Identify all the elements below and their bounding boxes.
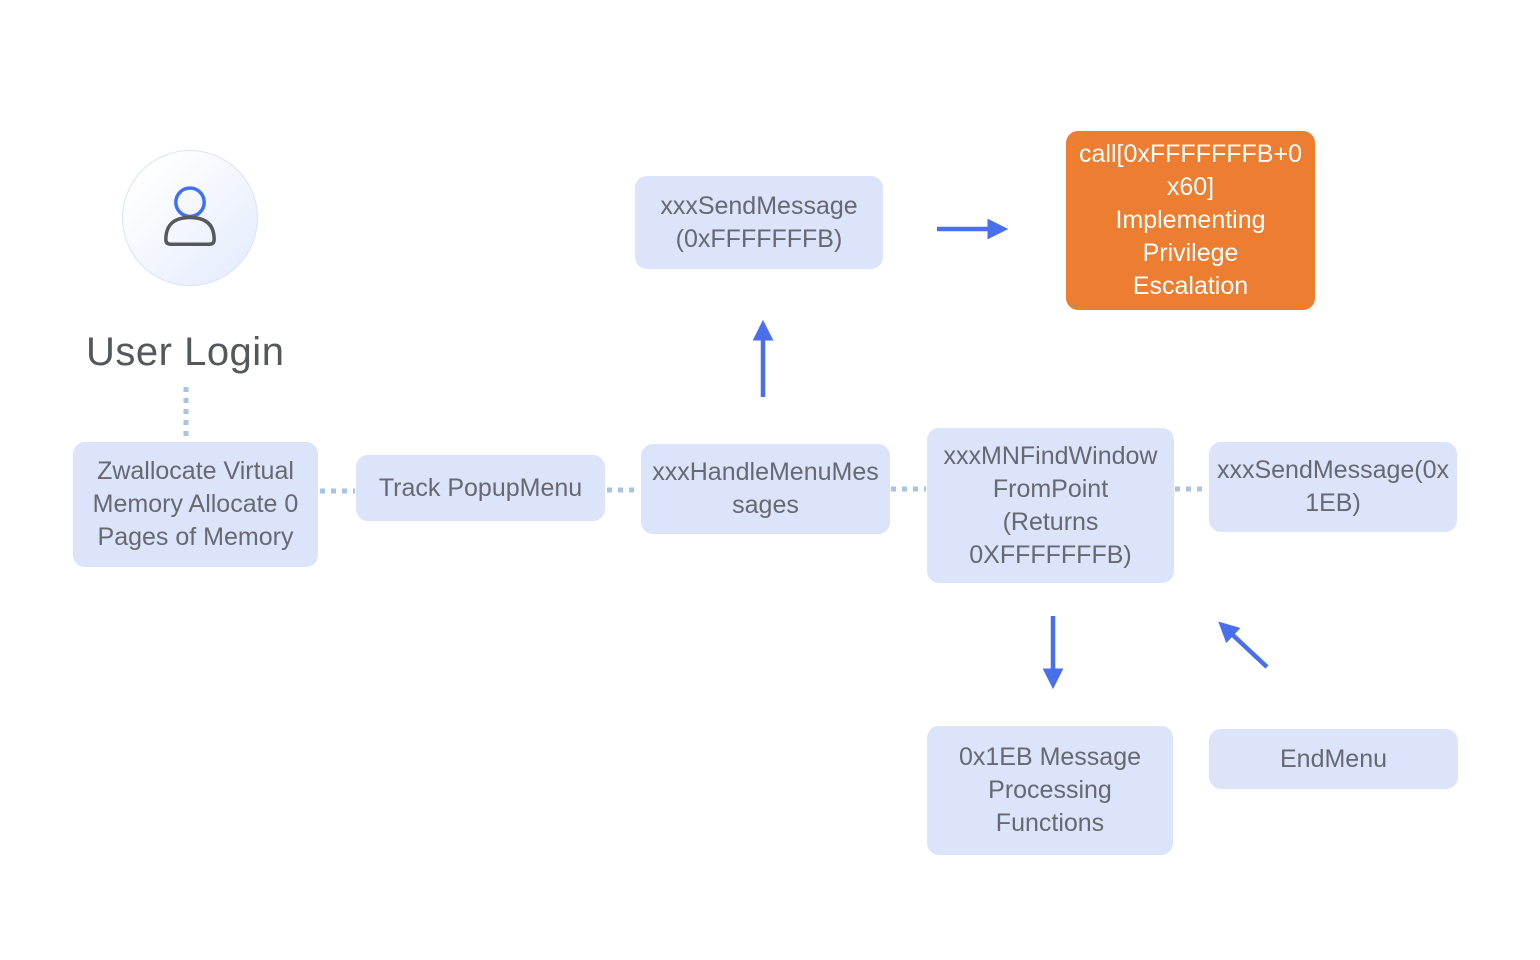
node-label: xxxSendMessage(0x 1EB) xyxy=(1216,456,1450,517)
node-0x1eb-message-processing-functions: 0x1EB Message Processing Functions xyxy=(927,726,1173,855)
node-zwallocate-virtual-memory: Zwallocate Virtual Memory Allocate 0 Pag… xyxy=(73,442,318,567)
node-label: xxxMNFindWindow FromPoint (Returns 0XFFF… xyxy=(943,441,1158,569)
node-label: Track PopupMenu xyxy=(378,473,583,502)
node-xxx-handle-menu-messages: xxxHandleMenuMes sages xyxy=(641,444,890,534)
node-xxx-mn-find-window-from-point: xxxMNFindWindow FromPoint (Returns 0XFFF… xyxy=(927,428,1174,583)
node-label: EndMenu xyxy=(1279,744,1388,773)
node-xxx-send-message-0x1eb: xxxSendMessage(0x 1EB) xyxy=(1209,442,1457,532)
avatar xyxy=(122,150,258,286)
node-xxx-send-message-fffffffb: xxxSendMessage (0xFFFFFFFB) xyxy=(635,176,883,269)
actor-label: User Login xyxy=(86,330,285,374)
node-call-privilege-escalation: call[0xFFFFFFFB+0 x60] Implementing Priv… xyxy=(1066,131,1315,310)
node-label: xxxSendMessage (0xFFFFFFFB) xyxy=(660,191,858,253)
node-label: 0x1EB Message Processing Functions xyxy=(958,743,1142,837)
node-label: xxxHandleMenuMes sages xyxy=(652,458,879,519)
node-label: Zwallocate Virtual Memory Allocate 0 Pag… xyxy=(92,457,299,551)
user-icon xyxy=(164,186,216,246)
node-end-menu: EndMenu xyxy=(1209,729,1458,789)
node-label: call[0xFFFFFFFB+0 x60] Implementing Priv… xyxy=(1079,140,1302,300)
edge-endmenu-mnfindwindow xyxy=(1218,621,1269,669)
node-track-popupmenu: Track PopupMenu xyxy=(356,455,605,521)
